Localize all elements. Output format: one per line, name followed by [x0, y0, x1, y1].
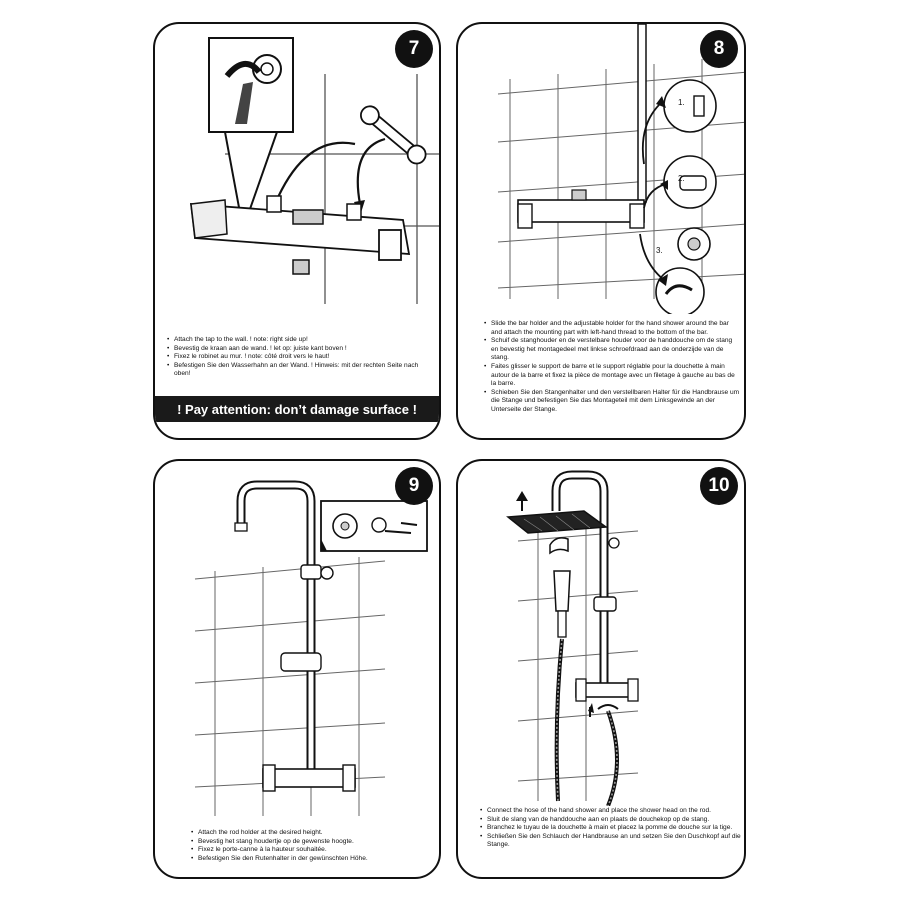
instruction-fr: Fixez le robinet au mur. ! note: côté dr…	[167, 353, 435, 362]
step-number-badge: 8	[700, 30, 738, 68]
callout-label-2: 2.	[678, 174, 685, 183]
instruction-en: Attach the rod holder at the desired hei…	[191, 829, 433, 838]
instruction-fr: Branchez le tuyau de la douchette à main…	[480, 824, 742, 833]
step-10-panel: 10 Connect the hose of the hand shower a…	[456, 459, 746, 879]
step-8-illustration	[497, 24, 744, 314]
warning-banner: ! Pay attention: don’t damage surface !	[155, 396, 439, 422]
callout-label-3: 3.	[656, 246, 663, 255]
step-9-illustration	[194, 480, 428, 816]
instruction-fr: Faites glisser le support de barre et le…	[484, 363, 740, 389]
instruction-list: Connect the hose of the hand shower and …	[480, 807, 742, 850]
instruction-de: Schließen Sie den Schlauch der Handbraus…	[480, 833, 742, 850]
instruction-list: Slide the bar holder and the adjustable …	[484, 320, 740, 415]
step-7-illustration	[189, 37, 439, 304]
instruction-en: Connect the hose of the hand shower and …	[480, 807, 742, 816]
instruction-nl: Bevestig de kraan aan de wand. ! let op:…	[167, 345, 435, 354]
instruction-fr: Fixez le porte-canne à la hauteur souhai…	[191, 846, 433, 855]
step-10-illustration	[506, 470, 639, 806]
instruction-list: Attach the tap to the wall. ! note: righ…	[167, 336, 435, 379]
instruction-de: Befestigen Sie den Wasserhahn an der Wan…	[167, 362, 435, 379]
instruction-list: Attach the rod holder at the desired hei…	[191, 829, 433, 863]
step-number-badge: 9	[395, 467, 433, 505]
step-8-panel: 8 1. 2. 3. Slide the bar holder and the …	[456, 22, 746, 440]
instruction-nl: Sluit de slang van de handdouche aan en …	[480, 816, 742, 825]
instruction-en: Attach the tap to the wall. ! note: righ…	[167, 336, 435, 345]
step-number-badge: 7	[395, 30, 433, 68]
instruction-nl: Bevestig het stang houdertje op de gewen…	[191, 838, 433, 847]
instruction-de: Schieben Sie den Stangenhalter und den v…	[484, 389, 740, 415]
instruction-nl: Schuif de stanghouder en de verstelbare …	[484, 337, 740, 363]
callout-label-1: 1.	[678, 98, 685, 107]
instruction-en: Slide the bar holder and the adjustable …	[484, 320, 740, 337]
step-7-panel: 7 Attach the tap to the wall. ! note: ri…	[153, 22, 441, 440]
step-9-panel: 9 Attach the rod holder at the desired h…	[153, 459, 441, 879]
instruction-de: Befestigen Sie den Rutenhalter in der ge…	[191, 855, 433, 864]
step-number-badge: 10	[700, 467, 738, 505]
